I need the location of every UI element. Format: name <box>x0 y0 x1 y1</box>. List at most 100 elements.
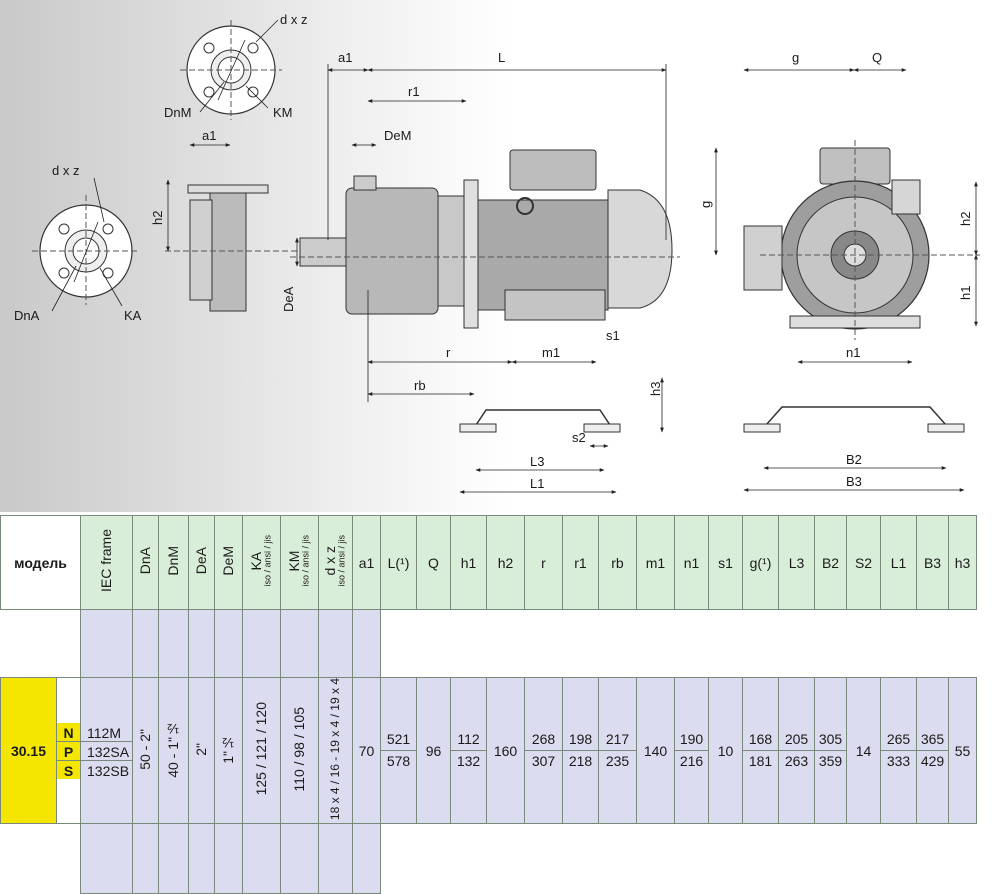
base-plate-side-view <box>459 377 664 494</box>
label-b2: B2 <box>846 452 862 467</box>
label-h2-flange: h2 <box>150 211 165 225</box>
header-n1: n1 <box>674 515 709 610</box>
drawing-svg: d x z DnM KM d x z DnA KA <box>14 12 980 494</box>
header-s1: s1 <box>708 515 743 610</box>
label-h1: h1 <box>958 286 973 300</box>
header-text: IEC frame <box>98 529 115 593</box>
label-dxz-left: d x z <box>52 163 79 178</box>
header-L1: L1 <box>880 515 917 610</box>
header-L3: L3 <box>778 515 815 610</box>
label-n1: n1 <box>846 345 860 360</box>
header-Q: Q <box>416 515 451 610</box>
dea-cell: 2" <box>188 676 215 825</box>
label-km: KM <box>273 105 293 120</box>
model-cell: 30.15 <box>0 676 57 825</box>
label-ka: KA <box>124 308 142 323</box>
header-dna: DnA <box>132 515 159 610</box>
h3-cell: 55 <box>948 676 977 825</box>
dnm-cell: 40 - 1"½ <box>158 676 189 825</box>
label-m1: m1 <box>542 345 560 360</box>
header-r1: r1 <box>562 515 599 610</box>
header-dnm: DnM <box>158 515 189 610</box>
label-dxz-top: d x z <box>280 12 307 27</box>
header-B2: B2 <box>814 515 847 610</box>
label-dnm: DnM <box>164 105 191 120</box>
header-dem: DeM <box>214 515 243 610</box>
header-g: g(¹) <box>742 515 779 610</box>
header-m1: m1 <box>636 515 675 610</box>
m1-cell: 140 <box>636 676 675 825</box>
header-L: L(¹) <box>380 515 417 610</box>
pump-head-side-view <box>165 143 300 312</box>
header-h3: h3 <box>948 515 977 610</box>
variant-s: S <box>57 759 80 779</box>
label-r1: r1 <box>408 84 420 99</box>
label-s1: s1 <box>606 328 620 343</box>
h2-cell: 160 <box>486 676 525 825</box>
table-bottom-row <box>1 823 977 894</box>
label-r: r <box>446 345 451 360</box>
label-g-top: g <box>792 50 799 65</box>
a1-cell: 70 <box>352 676 381 825</box>
ka-cell: 125 / 121 / 120 <box>242 676 281 825</box>
pump-front-view <box>714 68 980 364</box>
header-h2: h2 <box>486 515 525 610</box>
label-b3: B3 <box>846 474 862 489</box>
table-spacer-row <box>1 609 977 678</box>
variant-p: P <box>57 740 80 760</box>
variant-n: N <box>57 722 80 741</box>
label-L1: L1 <box>530 476 544 491</box>
technical-drawing: d x z DnM KM d x z DnA KA <box>0 0 992 512</box>
label-dna: DnA <box>14 308 40 323</box>
label-a1-flange: a1 <box>202 128 216 143</box>
header-h1: h1 <box>450 515 487 610</box>
header-iec-frame: IEC frame <box>80 515 133 610</box>
inlet-flange-view <box>32 177 140 312</box>
header-a1: a1 <box>352 515 381 610</box>
S2-cell: 14 <box>846 676 881 825</box>
label-L: L <box>498 50 505 65</box>
label-a1: a1 <box>338 50 352 65</box>
dxz-cell: 18 x 4 / 16 - 19 x 4 / 19 x 4 <box>318 676 353 825</box>
Q-cell: 96 <box>416 676 451 825</box>
header-rb: rb <box>598 515 637 610</box>
base-plate-front-view <box>743 406 965 492</box>
variant-cell: N P S <box>56 676 81 825</box>
label-L3: L3 <box>530 454 544 469</box>
table-row-30-15: 30.15 N P S 112M 132SA 132SB 50 - 2" 40 … <box>0 676 977 825</box>
label-h2: h2 <box>958 212 973 226</box>
label-q: Q <box>872 50 882 65</box>
dem-cell: 1"½ <box>214 676 243 825</box>
label-dem: DeM <box>384 128 411 143</box>
outlet-flange-view <box>180 19 282 120</box>
header-S2: S2 <box>846 515 881 610</box>
dna-cell: 50 - 2" <box>132 676 159 825</box>
pump-side-view <box>290 64 680 402</box>
km-cell: 110 / 98 / 105 <box>280 676 319 825</box>
label-dea: DeA <box>281 286 296 312</box>
label-h3: h3 <box>648 382 663 396</box>
header-dea: DeA <box>188 515 215 610</box>
label-g-side: g <box>698 201 713 208</box>
header-B3: B3 <box>916 515 949 610</box>
label-s2: s2 <box>572 430 586 445</box>
label-rb: rb <box>414 378 426 393</box>
header-r: r <box>524 515 563 610</box>
header-model: модель <box>0 515 81 610</box>
